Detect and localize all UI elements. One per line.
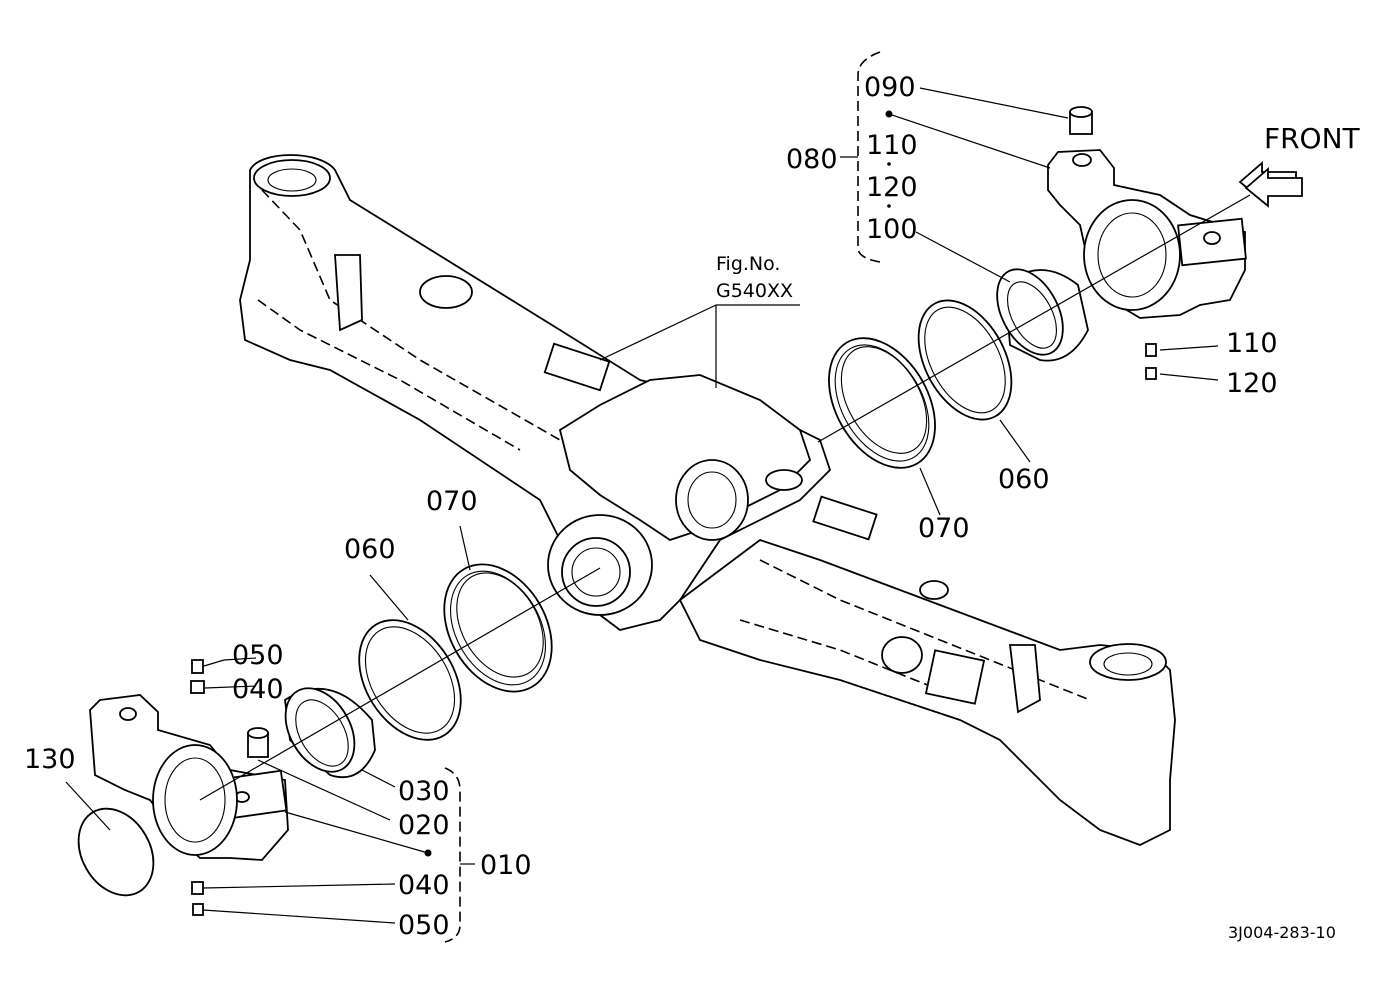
front-direction-label: FRONT <box>1264 122 1361 155</box>
callout-120-part: 120 <box>1226 368 1278 399</box>
grease-fittings-left <box>190 659 205 916</box>
bushing-100 <box>996 268 1089 362</box>
callout-090: 090 <box>864 72 916 103</box>
callout-020: 020 <box>398 810 450 841</box>
thrust-collar-070-left <box>443 563 553 693</box>
bushing-030 <box>284 687 376 779</box>
callout-010: 010 <box>480 850 532 881</box>
pin-090 <box>1069 106 1093 135</box>
group-bracket-010 <box>444 767 461 943</box>
callout-130: 130 <box>24 744 76 775</box>
o-ring-130 <box>77 807 155 897</box>
callout-110-group: 110 <box>866 130 918 161</box>
callout-050-top: 050 <box>232 640 284 671</box>
callout-060-right: 060 <box>998 464 1050 495</box>
axle-housing <box>239 154 1176 846</box>
leader-lines <box>65 87 1219 924</box>
callout-040-bottom: 040 <box>398 870 450 901</box>
callout-120-group: 120 <box>866 172 918 203</box>
bearing-support-left <box>89 694 289 861</box>
callout-100: 100 <box>866 214 918 245</box>
callout-110-part: 110 <box>1226 328 1278 359</box>
callout-080: 080 <box>786 144 838 175</box>
drawing-code: 3J004-283-10 <box>1228 923 1336 942</box>
bearing-support-right <box>1047 149 1247 319</box>
callout-070-left: 070 <box>426 486 478 517</box>
fig-no-value: G540XX <box>716 280 793 302</box>
callout-050-bottom: 050 <box>398 910 450 941</box>
callout-060-left: 060 <box>344 534 396 565</box>
callout-labels: Fig.No. G540XX 090 080 110 120 100 110 1… <box>24 72 1336 942</box>
callout-040-top: 040 <box>232 674 284 705</box>
callout-030: 030 <box>398 776 450 807</box>
callout-070-right: 070 <box>918 513 970 544</box>
group-bracket-080 <box>857 51 881 263</box>
fig-no-label: Fig.No. <box>716 253 780 275</box>
pin-020 <box>247 727 269 758</box>
front-arrow-icon <box>1238 161 1303 208</box>
